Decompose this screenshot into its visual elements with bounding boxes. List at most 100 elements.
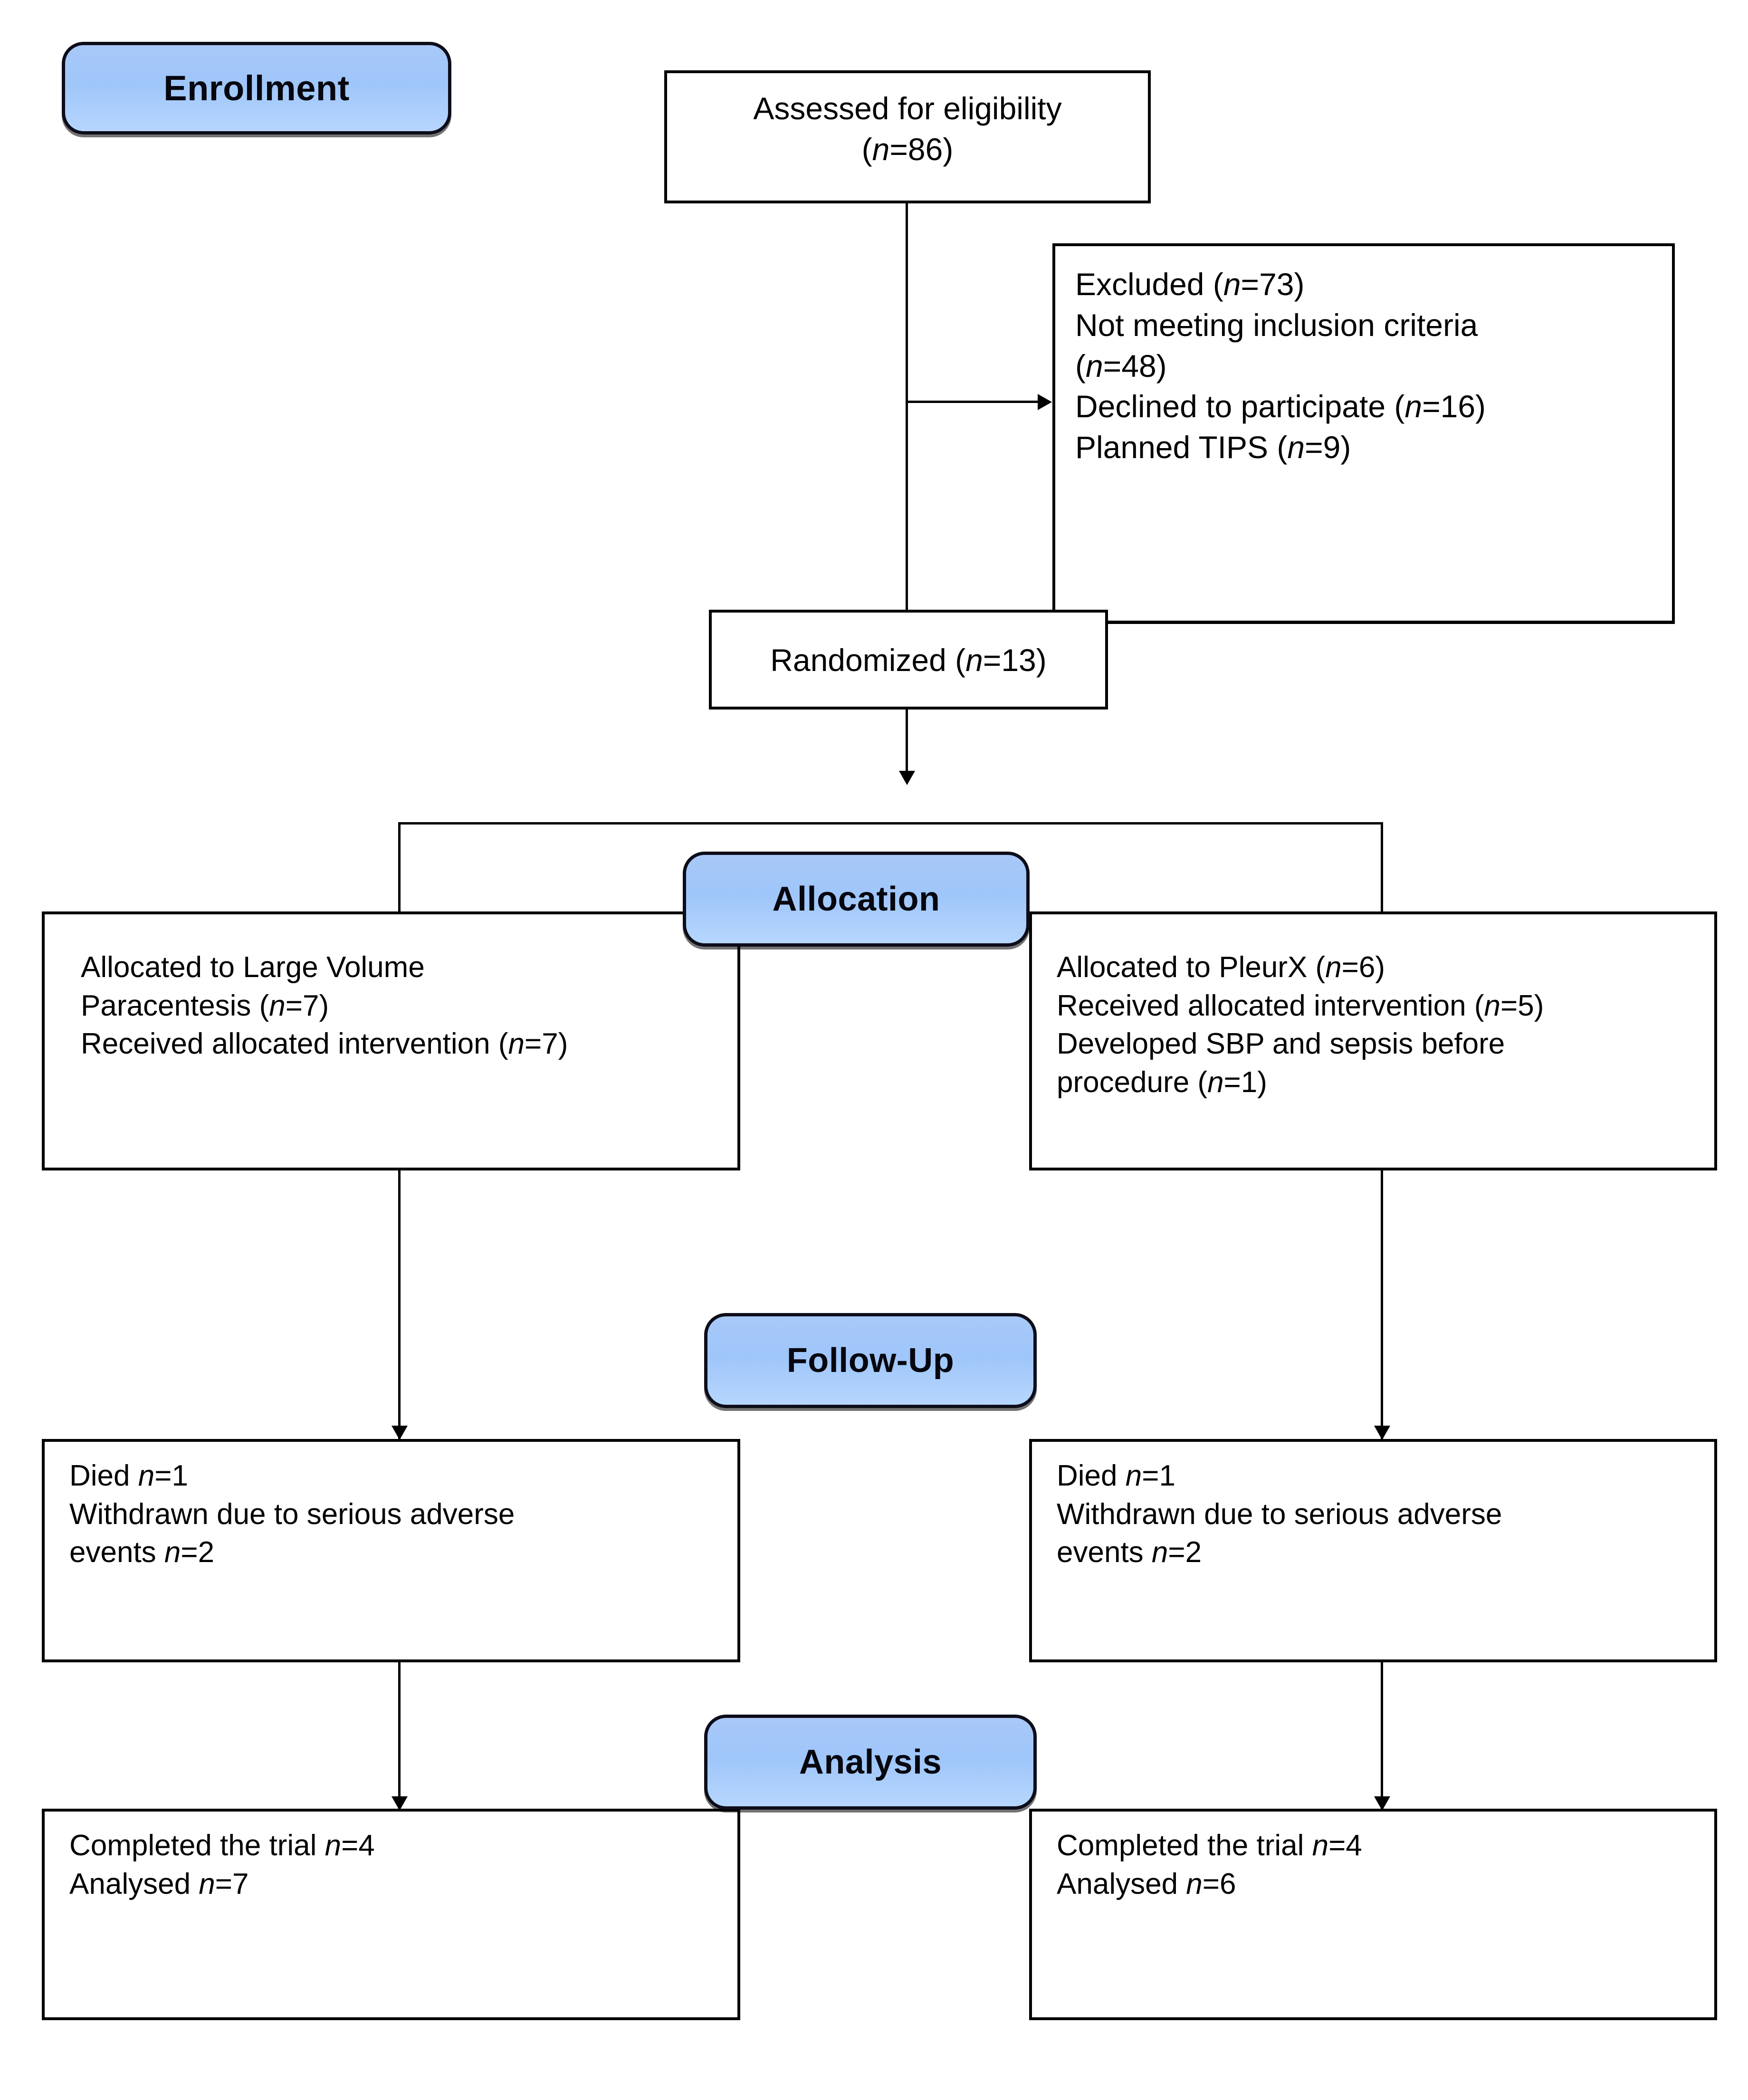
box-followup-left: Died n=1 Withdrawn due to serious advers… (42, 1439, 740, 1662)
box-analysis-left: Completed the trial n=4 Analysed n=7 (42, 1809, 740, 2020)
alloc-right-l4-label: procedure ( (1057, 1065, 1208, 1099)
assessed-text: Assessed for eligibility (n=86) (667, 88, 1148, 170)
analysis-left-l1-n: n (325, 1829, 342, 1862)
excluded-line-2: Not meeting inclusion criteria (1075, 307, 1478, 343)
excluded-l4-n: n (1404, 389, 1423, 424)
excluded-line-5: Planned TIPS (n=9) (1075, 427, 1662, 468)
alloc-right-l1-label: Allocated to PleurX ( (1057, 951, 1326, 984)
box-randomized: Randomized (n=13) (709, 610, 1108, 710)
assessed-line-1: Assessed for eligibility (753, 91, 1062, 126)
stage-badge-followup: Follow-Up (704, 1313, 1037, 1408)
alloc-left-l2-val: =7) (285, 989, 329, 1022)
stage-badge-analysis: Analysis (704, 1715, 1037, 1810)
randomized-val: =13) (983, 642, 1047, 678)
excluded-line-4: Declined to participate (n=16) (1075, 386, 1662, 427)
alloc-right-l2-val: =5) (1500, 989, 1544, 1022)
connector-allocation-right-drop (1381, 822, 1383, 936)
alloc-right-l4-n: n (1207, 1065, 1224, 1099)
randomized-n: n (965, 642, 983, 678)
alloc-left-line-2: Paracentesis (n=7) (81, 987, 730, 1026)
box-allocated-pleurx: Allocated to PleurX (n=6) Received alloc… (1029, 911, 1717, 1170)
stage-label-allocation: Allocation (772, 880, 940, 918)
alloc-right-line-2: Received allocated intervention (n=5) (1057, 987, 1707, 1026)
connector-randomized-down (906, 710, 908, 781)
excluded-l1-n: n (1223, 267, 1241, 302)
arrow-analysis-left (392, 1796, 408, 1811)
stage-badge-enrollment: Enrollment (62, 42, 451, 134)
follow-left-line-2: Withdrawn due to serious adverse (69, 1497, 515, 1531)
alloc-right-l2-n: n (1484, 989, 1500, 1022)
analysis-left-l1-val: =4 (341, 1829, 375, 1862)
alloc-right-l1-n: n (1325, 951, 1342, 984)
follow-left-text: Died n=1 Withdrawn due to serious advers… (69, 1457, 730, 1572)
excluded-l5-val: =9) (1305, 430, 1351, 465)
excluded-l3-label: ( (1075, 348, 1086, 384)
excluded-l5-label: Planned TIPS ( (1075, 430, 1288, 465)
box-analysis-right: Completed the trial n=4 Analysed n=6 (1029, 1809, 1717, 2020)
connector-followup-right-to-analysis (1381, 1662, 1383, 1810)
analysis-left-l2-val: =7 (215, 1867, 249, 1900)
excluded-l1-label: Excluded ( (1075, 267, 1223, 302)
follow-right-line-2: Withdrawn due to serious adverse (1057, 1497, 1502, 1531)
alloc-left-l3-val: =7) (525, 1027, 568, 1061)
follow-right-l3-label: events (1057, 1536, 1152, 1569)
excluded-l3-val: =48) (1103, 348, 1167, 384)
analysis-left-l2-label: Analysed (69, 1867, 199, 1900)
analysis-right-line-2: Analysed n=6 (1057, 1865, 1707, 1904)
connector-alloc-left-to-followup (398, 1170, 401, 1439)
alloc-right-text: Allocated to PleurX (n=6) Received alloc… (1057, 949, 1707, 1102)
assessed-n-italic: n (872, 131, 890, 167)
stage-label-enrollment: Enrollment (163, 68, 350, 108)
connector-followup-left-to-analysis (398, 1662, 401, 1810)
randomized-text: Randomized (n=13) (712, 640, 1105, 681)
follow-right-l1-val: =1 (1142, 1459, 1175, 1492)
alloc-left-l2-label: Paracentesis ( (81, 989, 269, 1022)
follow-left-line-3: events n=2 (69, 1534, 730, 1572)
excluded-l4-val: =16) (1422, 389, 1486, 424)
excluded-line-1: Excluded (n=73) (1075, 264, 1662, 305)
follow-left-l3-n: n (164, 1536, 181, 1569)
arrow-followup-right (1374, 1426, 1390, 1440)
box-followup-right: Died n=1 Withdrawn due to serious advers… (1029, 1439, 1717, 1662)
alloc-right-l1-val: =6) (1341, 951, 1385, 984)
randomized-label: Randomized ( (770, 642, 966, 678)
randomized-line: Randomized (n=13) (712, 640, 1105, 681)
alloc-right-line-4: procedure (n=1) (1057, 1064, 1707, 1102)
alloc-right-l4-val: =1) (1223, 1065, 1267, 1099)
connector-allocation-left-drop (398, 822, 401, 936)
alloc-left-line-3: Received allocated intervention (n=7) (81, 1025, 730, 1064)
follow-right-line-1: Died n=1 (1057, 1457, 1707, 1496)
follow-right-l1-label: Died (1057, 1459, 1126, 1492)
excluded-line-3: (n=48) (1075, 346, 1662, 387)
analysis-right-l2-label: Analysed (1057, 1867, 1186, 1900)
connector-allocation-split (398, 822, 1383, 825)
follow-left-l1-label: Died (69, 1459, 138, 1492)
stage-badge-allocation: Allocation (683, 852, 1030, 947)
alloc-left-l3-label: Received allocated intervention ( (81, 1027, 508, 1061)
follow-left-line-1: Died n=1 (69, 1457, 730, 1496)
analysis-right-line-1: Completed the trial n=4 (1057, 1827, 1707, 1865)
excluded-l5-n: n (1287, 430, 1305, 465)
follow-right-l3-n: n (1151, 1536, 1168, 1569)
assessed-line-2: (n=86) (861, 131, 954, 167)
analysis-right-l2-val: =6 (1202, 1867, 1236, 1900)
alloc-left-l2-n: n (269, 989, 286, 1022)
analysis-right-l1-label: Completed the trial (1057, 1829, 1312, 1862)
excluded-l1-val: =73) (1241, 267, 1305, 302)
stage-label-followup: Follow-Up (786, 1342, 955, 1380)
alloc-left-l3-n: n (508, 1027, 525, 1061)
follow-right-text: Died n=1 Withdrawn due to serious advers… (1057, 1457, 1707, 1572)
connector-to-excluded (906, 401, 1043, 403)
stage-label-analysis: Analysis (799, 1743, 942, 1781)
analysis-right-l1-n: n (1312, 1829, 1329, 1862)
analysis-right-l2-n: n (1186, 1867, 1203, 1900)
follow-left-l1-n: n (138, 1459, 155, 1492)
arrow-to-excluded (1038, 394, 1052, 410)
connector-alloc-right-to-followup (1381, 1170, 1383, 1439)
alloc-right-l2-label: Received allocated intervention ( (1057, 989, 1484, 1022)
box-assessed-for-eligibility: Assessed for eligibility (n=86) (664, 70, 1151, 203)
arrow-randomized-down (899, 771, 915, 785)
arrow-followup-left (392, 1426, 408, 1440)
analysis-left-line-2: Analysed n=7 (69, 1865, 730, 1904)
